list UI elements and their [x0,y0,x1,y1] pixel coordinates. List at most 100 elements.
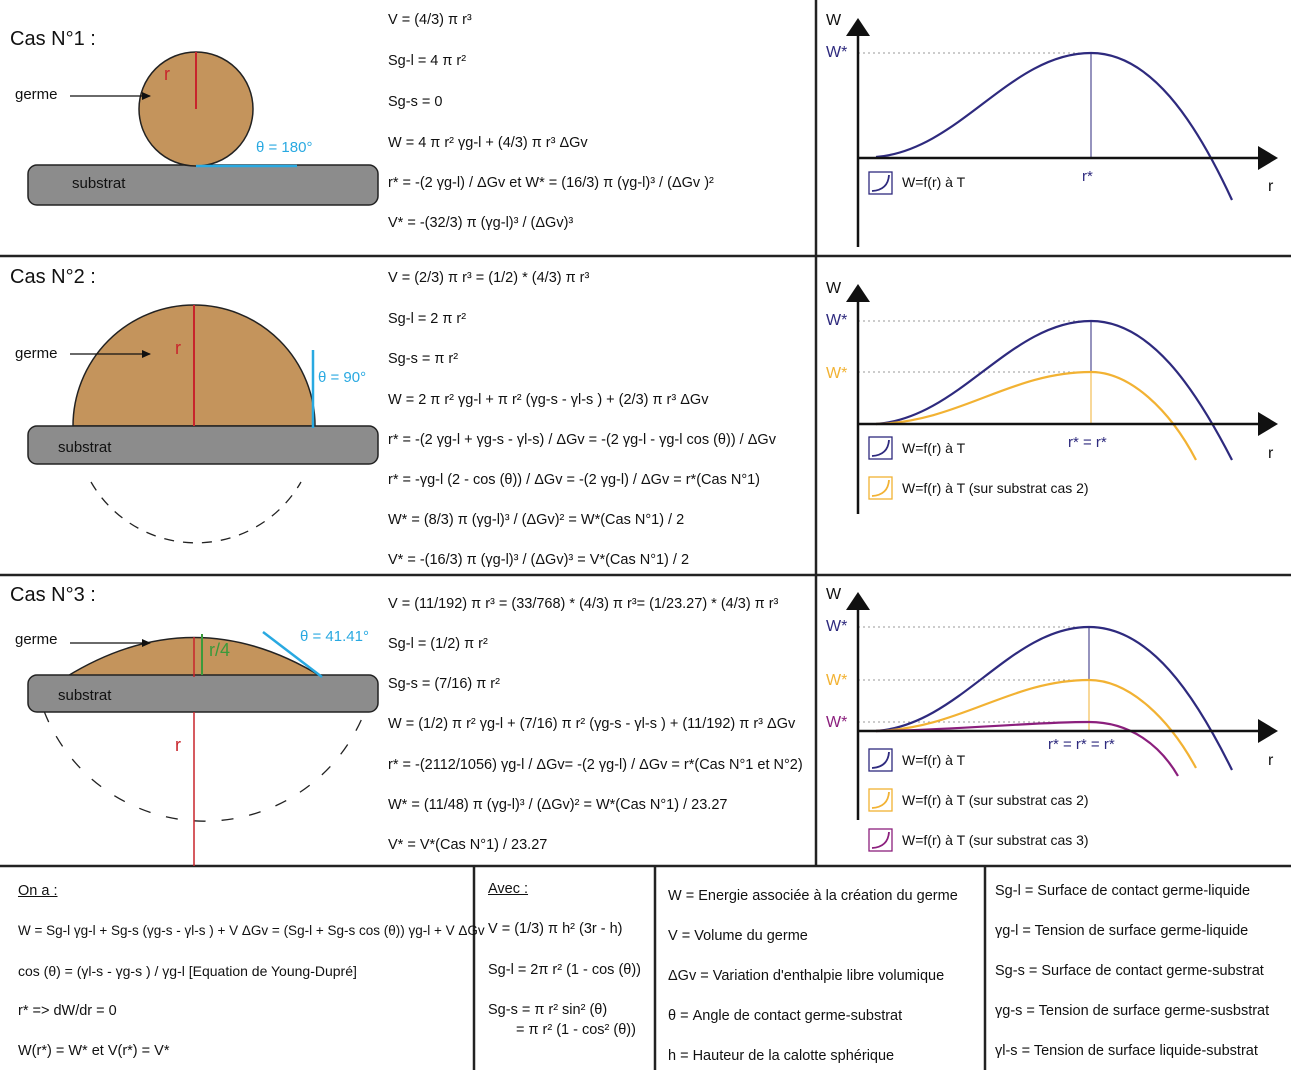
case1-r-label: r [164,64,170,84]
case1-formula-1: V = (4/3) π r³ [388,12,472,28]
case2-graph-y-arrowhead [846,284,870,302]
case3-curve-3 [875,720,1179,777]
ona-line-2: cos (θ) = (γl-s - γg-s ) / γg-l [Equatio… [18,963,357,979]
case3-title: Cas N°3 : [10,584,96,606]
case2-curve-1 [875,319,1233,461]
case2-formula-7: W* = (8/3) π (γg-l)³ / (ΔGv)² = W*(Cas N… [388,512,685,528]
case1-formula-4: W = 4 π r² γg-l + (4/3) π r³ ΔGv [388,135,588,151]
case2-formula-5: r* = -(2 γg-l + γg-s - γl-s) / ΔGv = -(2… [388,432,776,448]
case3-r-label: r [175,735,181,755]
case3-graph-wstar-label-1: W* [826,618,848,635]
case2-graph-rstar-label: r* = r* [1068,434,1107,451]
case2-legend-2: W=f(r) à T (sur substrat cas 2) [902,480,1089,496]
case2-graph-x-label: r [1268,445,1274,462]
case2-angle-label: θ = 90° [318,369,367,386]
case1-legend-swatch-1 [868,171,893,195]
case1-formula-3: Sg-s = 0 [388,94,443,110]
avec-line-2: Sg-l = 2π r² (1 - cos (θ)) [488,962,642,978]
case1-legend-1: W=f(r) à T [902,174,966,190]
case2-legend-1: W=f(r) à T [902,440,966,456]
case2-graph-x-arrowhead [1258,412,1278,436]
avec-line-4: = π r² (1 - cos² (θ)) [516,1022,636,1038]
case3-graph-x-arrowhead [1258,719,1278,743]
case2-legend-swatch-1 [868,436,893,460]
case2-r-label: r [175,338,181,358]
case3-formula-6: W* = (11/48) π (γg-l)³ / (ΔGv)² = W*(Cas… [388,797,728,813]
case3-graph-y-arrowhead [846,592,870,610]
case1-substrat-label: substrat [72,175,126,192]
case3-legend-1: W=f(r) à T [902,752,966,768]
def-ygl: γg-l = Tension de surface germe-liquide [995,923,1249,939]
case2-drawing [27,304,379,544]
case3-formula-5: r* = -(2112/1056) γg-l / ΔGv= -(2 γg-l) … [388,757,803,773]
case3-dashed-circle [43,710,366,822]
avec-line-3: Sg-s = π r² sin² (θ) [488,1002,608,1018]
case1-germe-label: germe [15,86,58,103]
case2-graph [846,284,1278,514]
case1-graph [846,18,1278,247]
case2-graph-y-label: W [826,280,842,297]
case1-graph-y-label: W [826,12,842,29]
def-yls: γl-s = Tension de surface liquide-substr… [995,1043,1258,1059]
case1-drawing [27,51,379,206]
case1-angle-label: θ = 180° [256,139,313,156]
case3-angle-label: θ = 41.41° [300,628,369,645]
def-theta: θ = Angle de contact germe-substrat [668,1008,903,1024]
case1-graph-x-label: r [1268,178,1274,195]
case3-legend-3: W=f(r) à T (sur substrat cas 3) [902,832,1089,848]
case3-r4-label: r/4 [209,640,231,660]
case2-formula-1: V = (2/3) π r³ = (1/2) * (4/3) π r³ [388,270,590,286]
case3-drawing [27,631,379,866]
case3-graph-x-label: r [1268,752,1274,769]
case2-legend-swatch-2 [868,476,893,500]
case3-germe-label: germe [15,631,58,648]
case3-graph-wstar-label-3: W* [826,714,848,731]
case3-formula-2: Sg-l = (1/2) π r² [388,636,488,652]
case3-formula-3: Sg-s = (7/16) π r² [388,676,500,692]
case1-formula-5: r* = -(2 γg-l) / ΔGv et W* = (16/3) π (γ… [388,175,714,191]
ona-line-1: W = Sg-l γg-l + Sg-s (γg-s - γl-s ) + V … [18,923,485,938]
def-h: h = Hauteur de la calotte sphérique [668,1048,895,1064]
case3-formula-7: V* = V*(Cas N°1) / 23.27 [388,837,548,853]
def-sgs: Sg-s = Surface de contact germe-substrat [995,963,1264,979]
case2-curve-2 [875,370,1197,461]
case2-formula-6: r* = -γg-l (2 - cos (θ)) / ΔGv = -(2 γg-… [388,472,761,488]
case3-legend-swatch-3 [868,828,893,852]
case2-substrat-label: substrat [58,439,112,456]
case1-graph-x-arrowhead [1258,146,1278,170]
case1-formula-2: Sg-l = 4 π r² [388,53,467,69]
case3-graph-y-label: W [826,586,842,603]
case3-graph-rstar-label: r* = r* = r* [1048,736,1115,753]
case1-title: Cas N°1 : [10,28,96,50]
case3-tangent-line [262,631,323,678]
case3-curve-2 [875,678,1197,769]
avec-line-1: V = (1/3) π h² (3r - h) [488,921,623,937]
case3-curve-1 [875,625,1233,771]
case1-formula-6: V* = -(32/3) π (γg-l)³ / (ΔGv)³ [388,215,574,231]
case3-legend-2: W=f(r) à T (sur substrat cas 2) [902,792,1089,808]
case2-title: Cas N°2 : [10,266,96,288]
case3-substrat-label: substrat [58,687,112,704]
case2-germe-label: germe [15,345,58,362]
case1-graph-y-arrowhead [846,18,870,36]
ona-line-4: W(r*) = W* et V(r*) = V* [18,1043,170,1059]
case2-graph-wstar-label-2: W* [826,365,848,382]
case3-legend-swatch-1 [868,748,893,772]
case2-formula-2: Sg-l = 2 π r² [388,311,467,327]
case1-graph-wstar-label: W* [826,44,848,61]
case3-legend-swatch-2 [868,788,893,812]
case2-formula-4: W = 2 π r² γg-l + π r² (γg-s - γl-s ) + … [388,392,709,408]
def-dgv: ΔGv = Variation d'enthalpie libre volumi… [668,968,945,984]
avec-title: Avec : [488,881,529,897]
case3-formula-4: W = (1/2) π r² γg-l + (7/16) π r² (γg-s … [388,716,796,732]
case1-curve [875,51,1233,201]
case2-graph-wstar-label-1: W* [826,312,848,329]
ona-title: On a : [18,883,58,899]
case2-substrat-shape [27,425,379,465]
case3-formula-1: V = (11/192) π r³ = (33/768) * (4/3) π r… [388,596,779,612]
case1-graph-rstar-label: r* [1082,168,1093,185]
def-ygs: γg-s = Tension de surface germe-susbstra… [995,1003,1270,1019]
def-v: V = Volume du germe [668,928,808,944]
